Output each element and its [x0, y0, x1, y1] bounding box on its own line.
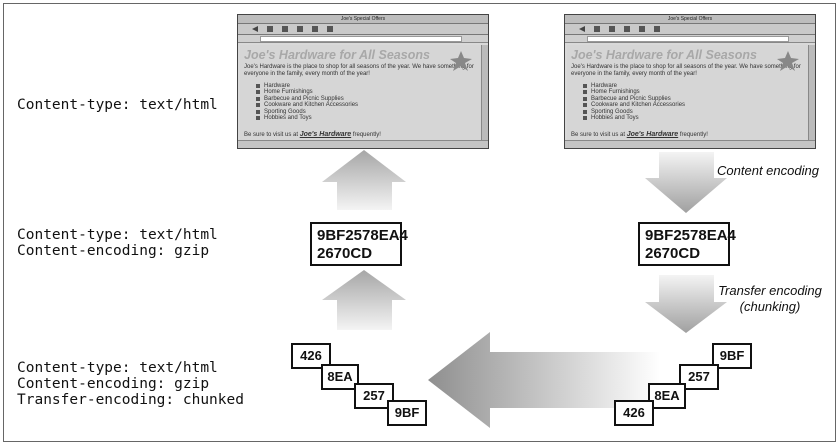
refresh-icon	[624, 26, 630, 32]
list-item: Hobbies and Toys	[583, 115, 805, 121]
list-item: Barbecue and Picnic Supplies	[583, 96, 805, 102]
list-item: Sporting Goods	[583, 109, 805, 115]
page-intro: Joe's Hardware is the place to shop for …	[244, 64, 474, 77]
list-item: Barbecue and Picnic Supplies	[256, 96, 478, 102]
list-item: Cookware and Kitchen Accessories	[583, 102, 805, 108]
address-bar	[565, 35, 815, 43]
chunk-right-3: 8EA	[648, 383, 686, 409]
list-item: Sporting Goods	[256, 109, 478, 115]
label-row3-line3: Transfer-encoding: chunked	[17, 392, 244, 408]
list-item: Hardware	[256, 83, 478, 89]
list-item: Hardware	[583, 83, 805, 89]
status-bar	[565, 140, 815, 148]
annotation-content-encoding: Content encoding	[717, 163, 819, 178]
left-arrow	[428, 332, 660, 428]
web-page: Joe's Hardware for All Seasons Joe's Har…	[240, 45, 482, 140]
page-heading: Joe's Hardware for All Seasons	[571, 48, 757, 62]
scrollbar[interactable]	[481, 45, 488, 140]
browser-toolbar	[565, 24, 815, 35]
address-bar	[238, 35, 488, 43]
chunk-right-4: 426	[614, 400, 654, 426]
page-footer: Be sure to visit us at Joe's Hardware fr…	[244, 131, 381, 138]
window-title: Joe's Special Offers	[238, 15, 488, 24]
stop-icon	[609, 26, 615, 32]
encoded-body-box-left: 9BF2578EA4 2670CD	[310, 222, 408, 266]
down-arrow-bottom	[645, 275, 727, 333]
back-icon	[252, 26, 258, 32]
item-list: Hardware Home Furnishings Barbecue and P…	[583, 83, 805, 121]
web-page: Joe's Hardware for All Seasons Joe's Har…	[567, 45, 809, 140]
page-heading: Joe's Hardware for All Seasons	[244, 48, 430, 62]
chunk-left-1: 426	[291, 343, 331, 369]
page-footer: Be sure to visit us at Joe's Hardware fr…	[571, 131, 708, 138]
chunk-left-4: 9BF	[387, 400, 427, 426]
footer-link[interactable]: Joe's Hardware	[626, 131, 679, 138]
print-icon	[327, 26, 333, 32]
browser-toolbar	[238, 24, 488, 35]
page-intro: Joe's Hardware is the place to shop for …	[571, 64, 801, 77]
browser-window-right: Joe's Special Offers Joe's Hardware for …	[564, 14, 816, 149]
list-item: Cookware and Kitchen Accessories	[256, 102, 478, 108]
annotation-transfer-line2: (chunking)	[739, 299, 801, 314]
window-title: Joe's Special Offers	[565, 15, 815, 24]
encoded-line1: 9BF2578EA4	[317, 227, 408, 244]
forward-icon	[267, 26, 273, 32]
encoded-line2: 2670CD	[317, 245, 373, 262]
forward-icon	[594, 26, 600, 32]
annotation-transfer-encoding: Transfer encoding (chunking)	[708, 283, 832, 315]
stop-icon	[282, 26, 288, 32]
star-logo-icon	[777, 51, 799, 71]
list-item: Hobbies and Toys	[256, 115, 478, 121]
list-item: Home Furnishings	[583, 89, 805, 95]
up-arrow-top	[322, 150, 406, 210]
chunk-left-2: 8EA	[321, 364, 359, 390]
encoded-body-box-right: 9BF2578EA4 2670CD	[638, 222, 736, 266]
chunk-left-3: 257	[354, 383, 394, 409]
star-logo-icon	[450, 51, 472, 71]
label-row1: Content-type: text/html	[17, 97, 218, 113]
label-row3-line2: Content-encoding: gzip	[17, 376, 210, 392]
encoded-line1: 9BF2578EA4	[645, 227, 736, 244]
figure-frame	[3, 3, 836, 442]
back-icon	[579, 26, 585, 32]
refresh-icon	[297, 26, 303, 32]
label-row3-line1: Content-type: text/html	[17, 360, 218, 376]
home-icon	[639, 26, 645, 32]
down-arrow-top	[645, 152, 727, 213]
up-arrow-bottom	[322, 270, 406, 330]
label-row2-line1: Content-type: text/html	[17, 227, 218, 243]
status-bar	[238, 140, 488, 148]
list-item: Home Furnishings	[256, 89, 478, 95]
annotation-transfer-line1: Transfer encoding	[718, 283, 822, 298]
encoded-line2: 2670CD	[645, 245, 701, 262]
home-icon	[312, 26, 318, 32]
item-list: Hardware Home Furnishings Barbecue and P…	[256, 83, 478, 121]
footer-link[interactable]: Joe's Hardware	[299, 131, 352, 138]
print-icon	[654, 26, 660, 32]
browser-window-left: Joe's Special Offers Joe's Hardware for …	[237, 14, 489, 149]
scrollbar[interactable]	[808, 45, 815, 140]
label-row2-line2: Content-encoding: gzip	[17, 243, 210, 259]
